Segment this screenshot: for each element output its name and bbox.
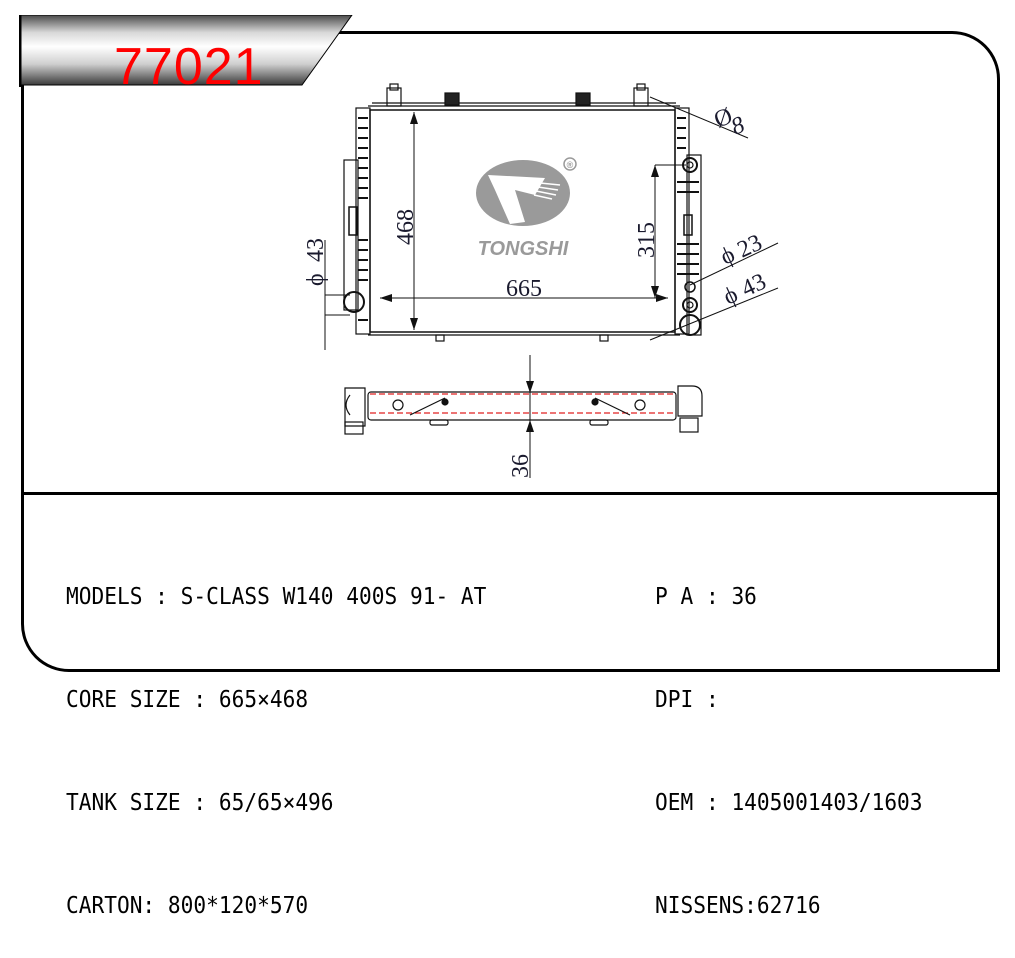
svg-text:®: ® bbox=[567, 160, 574, 170]
svg-text:TONGSHI: TONGSHI bbox=[478, 238, 569, 260]
dimension-labels: 665 468 315 43 ϕ Ø 8 ϕ 23 ϕ 43 36 bbox=[303, 103, 770, 478]
spec-label: OEM : bbox=[655, 790, 732, 816]
part-number-tab: 77021 bbox=[19, 15, 355, 95]
dim-left-inlet: 43 bbox=[303, 238, 329, 262]
dim-port-spacing: 315 bbox=[634, 222, 660, 258]
spec-value: 36 bbox=[731, 584, 757, 610]
spec-tank-size: TANK SIZE : 65/65×496 bbox=[66, 786, 486, 821]
title-tab-shape bbox=[19, 15, 353, 87]
dim-top-vent: 8 bbox=[728, 112, 749, 141]
spec-label: DPI : bbox=[655, 687, 732, 713]
radiator-drawing: ® TONGSHI 665 468 315 43 ϕ Ø 8 ϕ 23 ϕ bbox=[303, 83, 779, 478]
spec-label: MODELS : bbox=[66, 584, 181, 610]
drawing-frame bbox=[21, 31, 1000, 672]
side-view bbox=[344, 385, 703, 435]
spec-value: 665×468 bbox=[218, 687, 309, 713]
dimension-arrows bbox=[380, 112, 668, 432]
spec-carton: CARTON: 800*120*570 bbox=[66, 889, 486, 924]
dim-core-width: 665 bbox=[506, 276, 542, 302]
front-view bbox=[343, 83, 702, 342]
spec-pa: P A : 36 bbox=[655, 580, 923, 615]
spec-nissens: NISSENS:62716 bbox=[655, 889, 923, 924]
dimension-lines bbox=[324, 96, 779, 478]
part-number: 77021 bbox=[114, 38, 264, 96]
dim-right-outlet: 43 bbox=[738, 269, 771, 303]
spec-value: 800*120*570 bbox=[167, 893, 309, 919]
spec-models: MODELS : S-CLASS W140 400S 91- AT bbox=[66, 580, 486, 615]
specs-right: P A : 36 DPI : OEM : 1405001403/1603 NIS… bbox=[655, 512, 923, 958]
specs-left: MODELS : S-CLASS W140 400S 91- AT CORE S… bbox=[66, 512, 486, 958]
svg-text:ϕ: ϕ bbox=[303, 273, 329, 286]
section-divider bbox=[21, 492, 1000, 495]
spec-label: TANK SIZE : bbox=[66, 790, 219, 816]
spec-value: S-CLASS W140 400S 91- AT bbox=[180, 584, 487, 610]
spec-label: NISSENS: bbox=[655, 893, 757, 919]
dim-core-thickness: 36 bbox=[508, 454, 534, 478]
tongshi-logo: ® TONGSHI bbox=[476, 157, 577, 260]
spec-core-size: CORE SIZE : 665×468 bbox=[66, 683, 486, 718]
spec-value: 62716 bbox=[756, 893, 821, 919]
spec-label: CARTON: bbox=[66, 893, 168, 919]
dim-core-height: 468 bbox=[393, 209, 419, 245]
spec-label: CORE SIZE : bbox=[66, 687, 219, 713]
spec-label: P A : bbox=[655, 584, 732, 610]
spec-value: 1405001403/1603 bbox=[731, 790, 923, 816]
spec-dpi: DPI : bbox=[655, 683, 923, 718]
spec-oem: OEM : 1405001403/1603 bbox=[655, 786, 923, 821]
spec-value: 65/65×496 bbox=[218, 790, 334, 816]
svg-text:ϕ: ϕ bbox=[720, 282, 742, 311]
dim-small-port: 23 bbox=[734, 230, 767, 264]
